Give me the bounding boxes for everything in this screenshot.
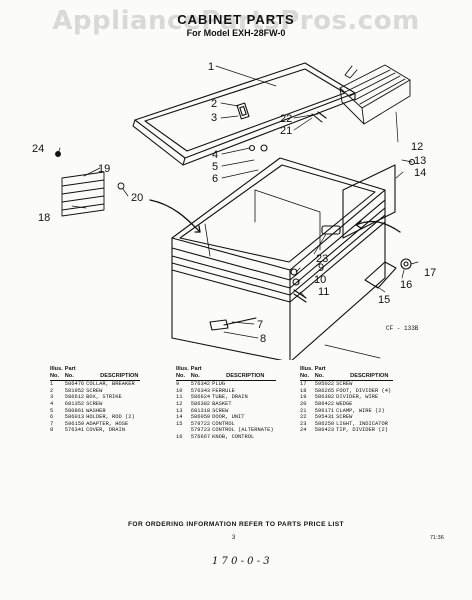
wire-divider	[55, 151, 125, 217]
callout-9: 9	[318, 262, 324, 274]
callout-24: 24	[32, 143, 44, 155]
callout-19: 19	[98, 163, 110, 175]
callout-14: 14	[414, 167, 426, 179]
callout-3: 3	[211, 112, 217, 124]
watermark: AppliancePartsPros.com	[52, 6, 420, 36]
callout-1: 1	[208, 61, 214, 73]
indicator-light	[321, 225, 341, 235]
callout-labels: 1 2 3 4 5 6 7 8 9 10 11 12 13 14 15 16 1…	[32, 61, 436, 345]
callout-12: 12	[411, 141, 423, 153]
callout-11: 11	[318, 286, 329, 298]
callout-23: 23	[316, 253, 328, 265]
drain-assembly	[209, 268, 307, 331]
strike-box	[236, 102, 250, 120]
leader-lines	[57, 65, 419, 339]
page-title: CABINET PARTS	[177, 12, 295, 27]
header-description: DESCRIPTION	[86, 366, 141, 382]
callout-21: 21	[280, 125, 292, 137]
cabinet-body	[171, 157, 386, 360]
callout-15: 15	[378, 294, 390, 306]
exploded-diagram: 1 2 3 4 5 6 7 8 9 10 11 12 13 14 15 16 1…	[32, 61, 436, 360]
handwritten-note: 1 7 0 - 0 - 3	[212, 556, 270, 567]
callout-10: 10	[314, 274, 326, 286]
lid	[132, 62, 356, 166]
callout-22: 22	[280, 113, 292, 125]
ordering-footer: FOR ORDERING INFORMATION REFER TO PARTS …	[128, 521, 344, 528]
lid-hardware	[248, 111, 416, 166]
header-description: DESCRIPTION	[212, 366, 276, 382]
header-illus-no: Illus.No.	[50, 366, 65, 382]
callout-13: 13	[414, 155, 426, 167]
assembly-arrows	[149, 199, 401, 359]
callout-16: 16	[400, 279, 412, 291]
callout-4: 4	[212, 149, 218, 161]
callout-20: 20	[131, 192, 143, 204]
header-description: DESCRIPTION	[336, 366, 394, 382]
callout-2: 2	[211, 98, 217, 110]
header-illus-no: Illus.No.	[176, 366, 191, 382]
callout-5: 5	[212, 161, 218, 173]
basket	[339, 64, 411, 125]
callout-8: 8	[260, 333, 266, 345]
page-number: 3	[232, 535, 236, 541]
date-code: 71:36	[430, 535, 444, 541]
callout-6: 6	[212, 173, 218, 185]
header-illus-no: Illus.No.	[300, 366, 315, 382]
figure-code: CF - 133B	[386, 325, 419, 332]
callout-7: 7	[257, 319, 263, 331]
unit-door	[342, 164, 396, 239]
callout-17: 17	[424, 267, 436, 279]
callout-18: 18	[38, 212, 50, 224]
model-subtitle: For Model EXH-28FW-0	[186, 28, 286, 38]
